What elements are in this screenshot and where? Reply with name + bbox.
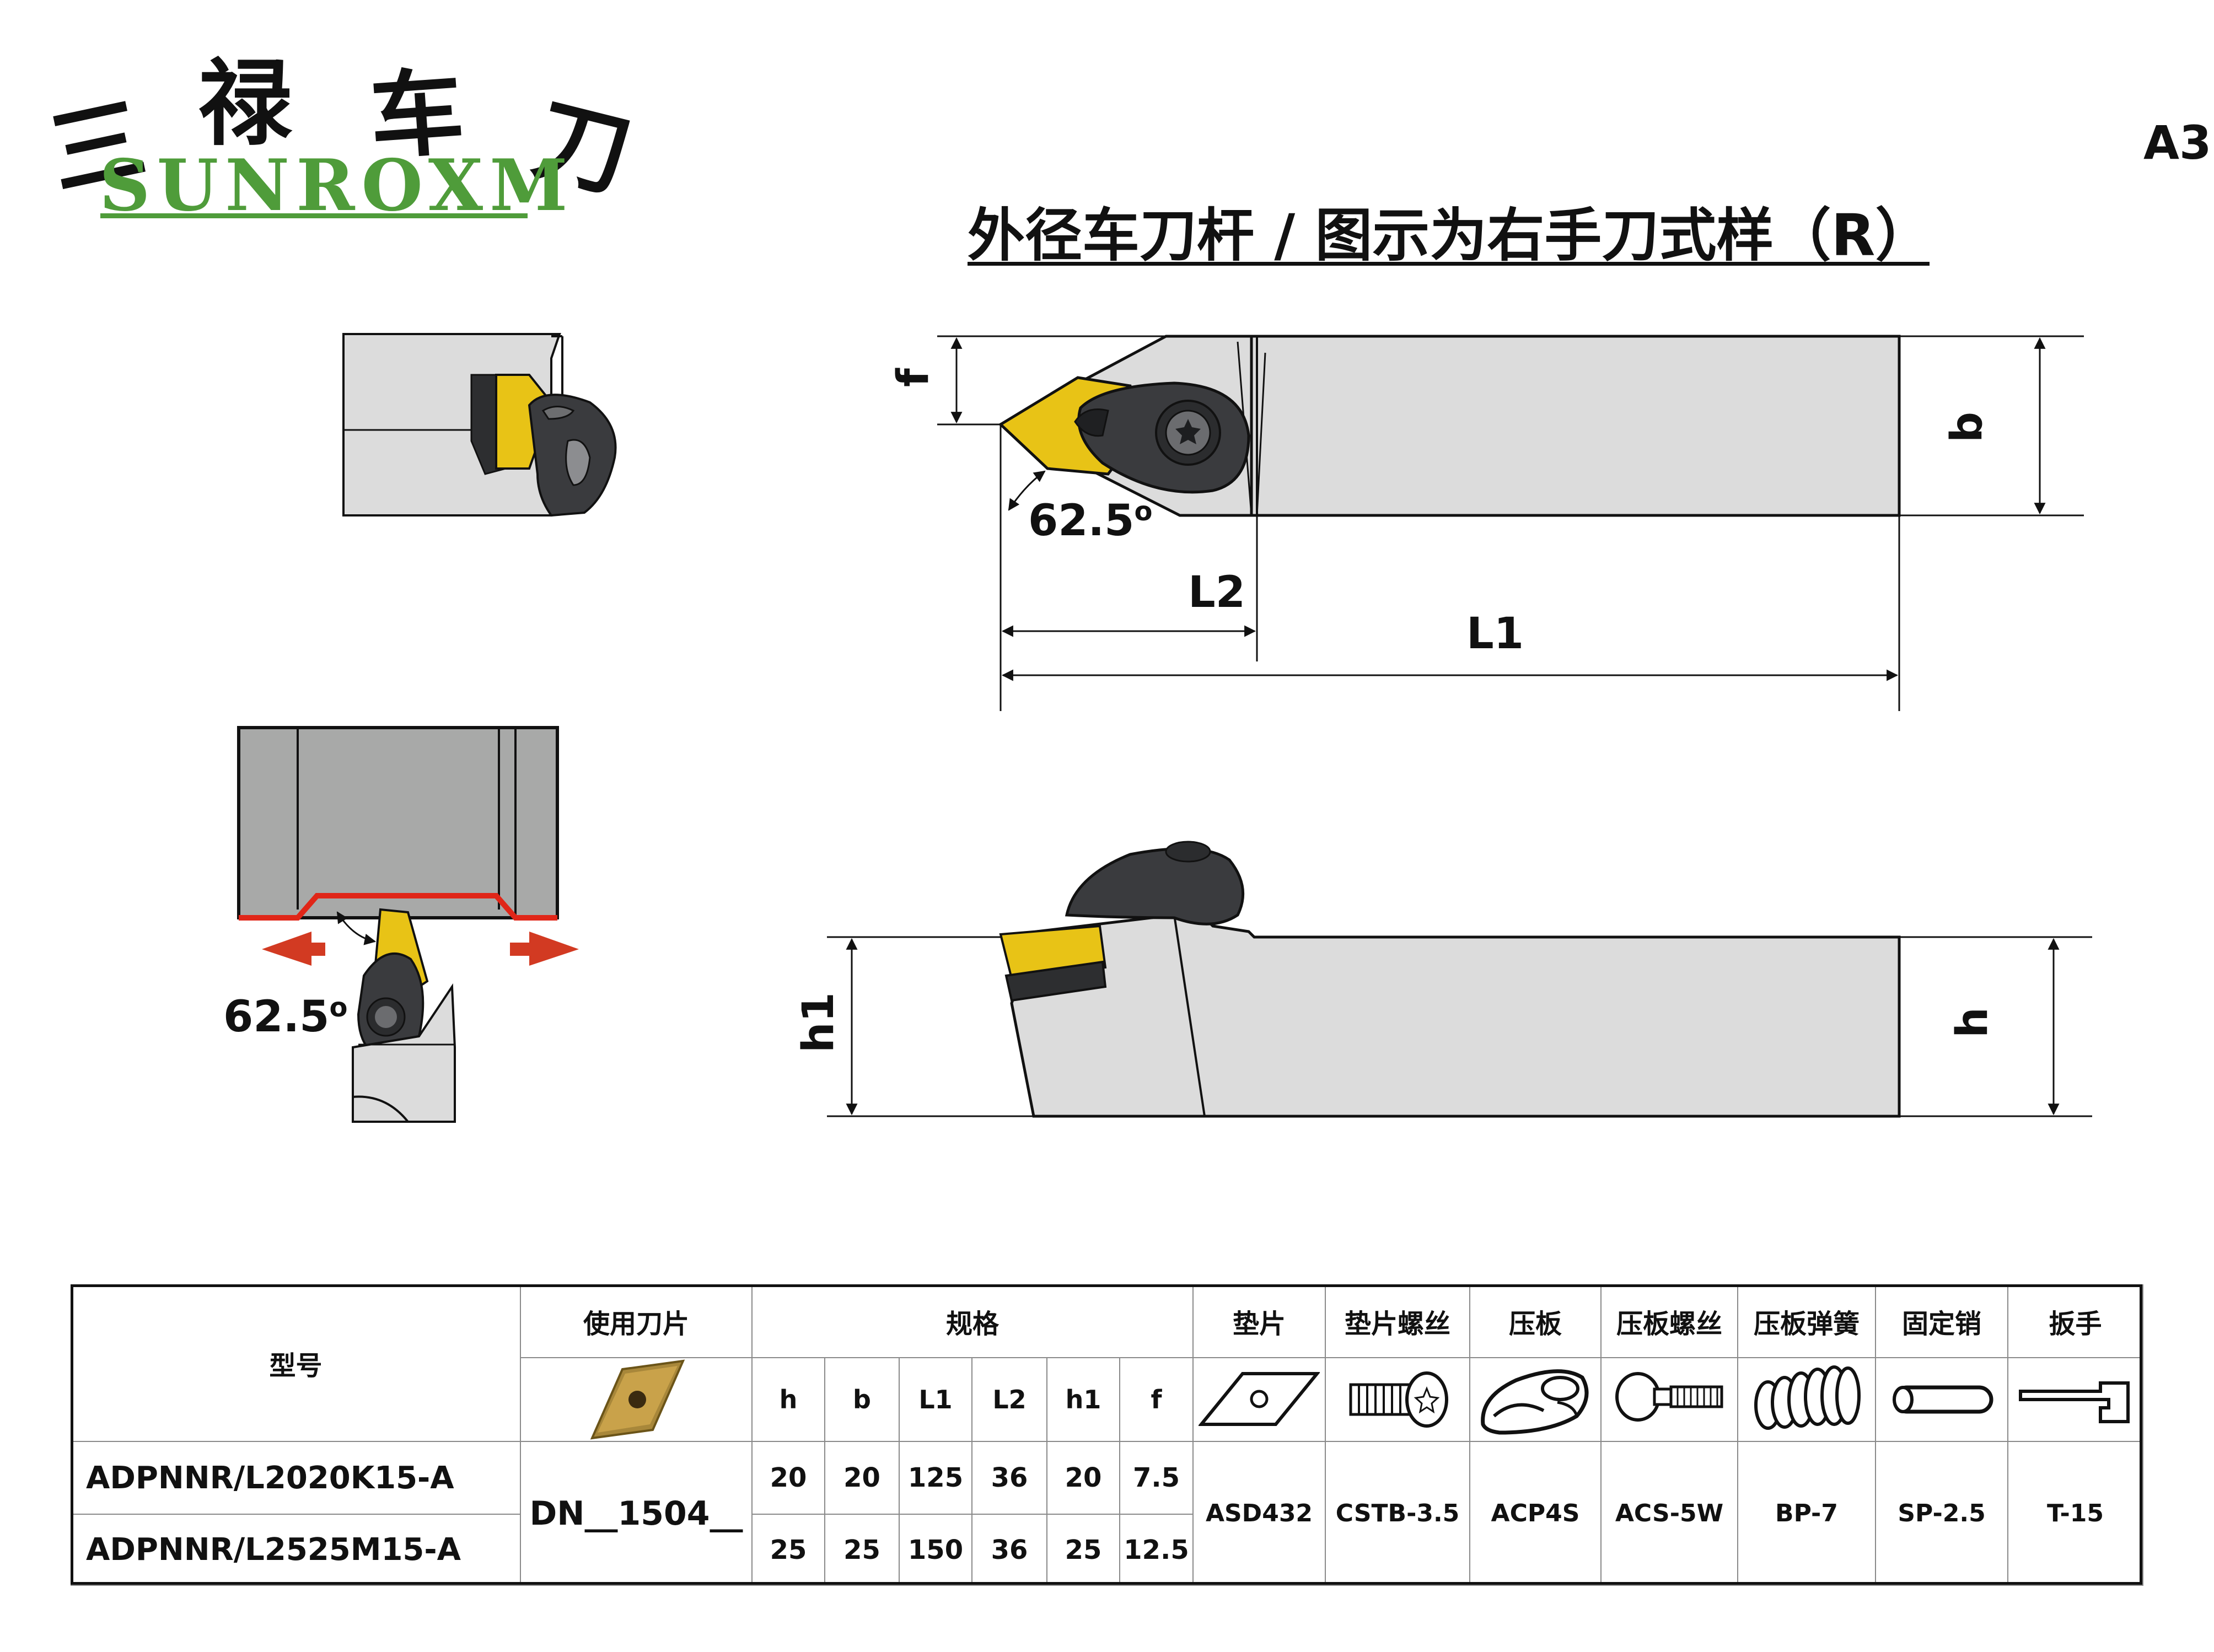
row2-b: 25 — [824, 1514, 900, 1586]
angle-top-degree: o — [1134, 496, 1153, 527]
angle-top-label: 62.5o — [1028, 496, 1152, 546]
spec-col-L2: L2 — [971, 1357, 1047, 1442]
header-clamp: 压板 — [1469, 1284, 1602, 1358]
shim-part: ASD432 — [1192, 1441, 1326, 1586]
spring-icon-cell — [1737, 1357, 1876, 1442]
clamp-icon — [1481, 1369, 1589, 1435]
shim-screw-icon-cell — [1325, 1357, 1470, 1442]
shim-icon-cell — [1192, 1357, 1326, 1442]
angle-left-label: 62.5o — [223, 992, 347, 1042]
clamp-spring-part: BP-7 — [1737, 1441, 1876, 1586]
clamp-icon-cell — [1469, 1357, 1602, 1442]
angle-left-degree: o — [329, 992, 348, 1023]
model-cell: ADPNNR/L2020K15-A — [71, 1441, 521, 1515]
page-title: 外径车刀杆 / 图示为右手刀式样（R） — [968, 202, 1933, 269]
clamp-screw-icon-cell — [1600, 1357, 1738, 1442]
angle-top-value: 62.5 — [1028, 496, 1135, 546]
technical-drawing — [237, 333, 2092, 1123]
clamp-part: ACP4S — [1469, 1441, 1602, 1586]
row1-h1: 20 — [1046, 1441, 1120, 1515]
title-underline — [968, 262, 1930, 266]
row2-L1: 150 — [899, 1514, 972, 1586]
spec-col-h1: h1 — [1046, 1357, 1120, 1442]
row1-f: 7.5 — [1119, 1441, 1194, 1515]
shim-icon — [1199, 1372, 1320, 1426]
subheader-row: h b L1 L2 h1 f — [71, 1357, 2143, 1442]
row1-h: 20 — [751, 1441, 825, 1515]
dim-L2-label: L2 — [1188, 568, 1245, 617]
spec-col-h: h — [751, 1357, 825, 1442]
clamp-screw-icon — [1615, 1372, 1723, 1422]
dim-L1-label: L1 — [1466, 609, 1524, 659]
pin-icon-cell — [1875, 1357, 2008, 1442]
shim-screw-icon — [1349, 1371, 1448, 1428]
dim-f-label: f — [888, 368, 938, 387]
small-top-view — [342, 333, 617, 517]
table-row: ADPNNR/L2525M15-A 25 25 150 36 25 12.5 — [71, 1514, 2143, 1586]
header-clamp-screw: 压板螺丝 — [1600, 1284, 1738, 1358]
row1-L1: 125 — [899, 1441, 972, 1515]
wrench-icon-cell — [2007, 1357, 2143, 1442]
logo-underline — [100, 213, 528, 218]
model-cell: ADPNNR/L2525M15-A — [71, 1514, 521, 1586]
table-row: ADPNNR/L2020K15-A DN__1504__ 20 20 125 3… — [71, 1441, 2143, 1586]
spec-col-L1: L1 — [899, 1357, 972, 1442]
spec-col-f: f — [1119, 1357, 1194, 1442]
spring-icon — [1754, 1365, 1861, 1430]
header-spec: 规格 — [751, 1284, 1194, 1358]
header-shim: 垫片 — [1192, 1284, 1326, 1358]
machining-view — [237, 726, 579, 1123]
insert-code-cell: DN__1504__ — [520, 1441, 753, 1586]
row1-L2: 36 — [971, 1441, 1047, 1515]
row2-h1: 25 — [1046, 1514, 1120, 1586]
main-top-view — [937, 335, 2084, 711]
main-side-view — [827, 841, 2092, 1118]
insert-icon-cell — [520, 1357, 753, 1442]
pin-icon — [1893, 1385, 1993, 1414]
header-shim-screw: 垫片螺丝 — [1325, 1284, 1470, 1358]
shim-screw-part: CSTB-3.5 — [1325, 1441, 1470, 1586]
header-model: 型号 — [71, 1284, 521, 1442]
header-clamp-spring: 压板弹簧 — [1737, 1284, 1876, 1358]
wrench-part: T-15 — [2007, 1441, 2143, 1586]
clamp-screw-part: ACS-5W — [1600, 1441, 1738, 1586]
header-insert: 使用刀片 — [520, 1284, 753, 1358]
header-pin: 固定销 — [1875, 1284, 2008, 1358]
sheet-code: A3 — [2143, 116, 2212, 170]
header-row: 型号 使用刀片 规格 垫片 垫片螺丝 压板 压板螺丝 压板弹簧 固定销 扳手 — [71, 1284, 2143, 1442]
pin-part: SP-2.5 — [1875, 1441, 2008, 1586]
dim-h-label: h — [1947, 1007, 1997, 1038]
row2-f: 12.5 — [1119, 1514, 1194, 1586]
angle-left-value: 62.5 — [223, 992, 330, 1042]
spec-table: 型号 使用刀片 规格 垫片 垫片螺丝 压板 压板螺丝 压板弹簧 固定销 扳手 h… — [71, 1284, 2143, 1586]
wrench-icon — [2018, 1381, 2130, 1423]
row1-b: 20 — [824, 1441, 900, 1515]
header-wrench: 扳手 — [2007, 1284, 2143, 1358]
row2-h: 25 — [751, 1514, 825, 1586]
insert-icon — [590, 1359, 685, 1440]
dim-h1-label: h1 — [793, 992, 843, 1053]
dim-b-label: b — [1942, 412, 1992, 443]
logo-char-2: 禄 — [198, 49, 293, 159]
spec-col-b: b — [824, 1357, 900, 1442]
row2-L2: 36 — [971, 1514, 1047, 1586]
